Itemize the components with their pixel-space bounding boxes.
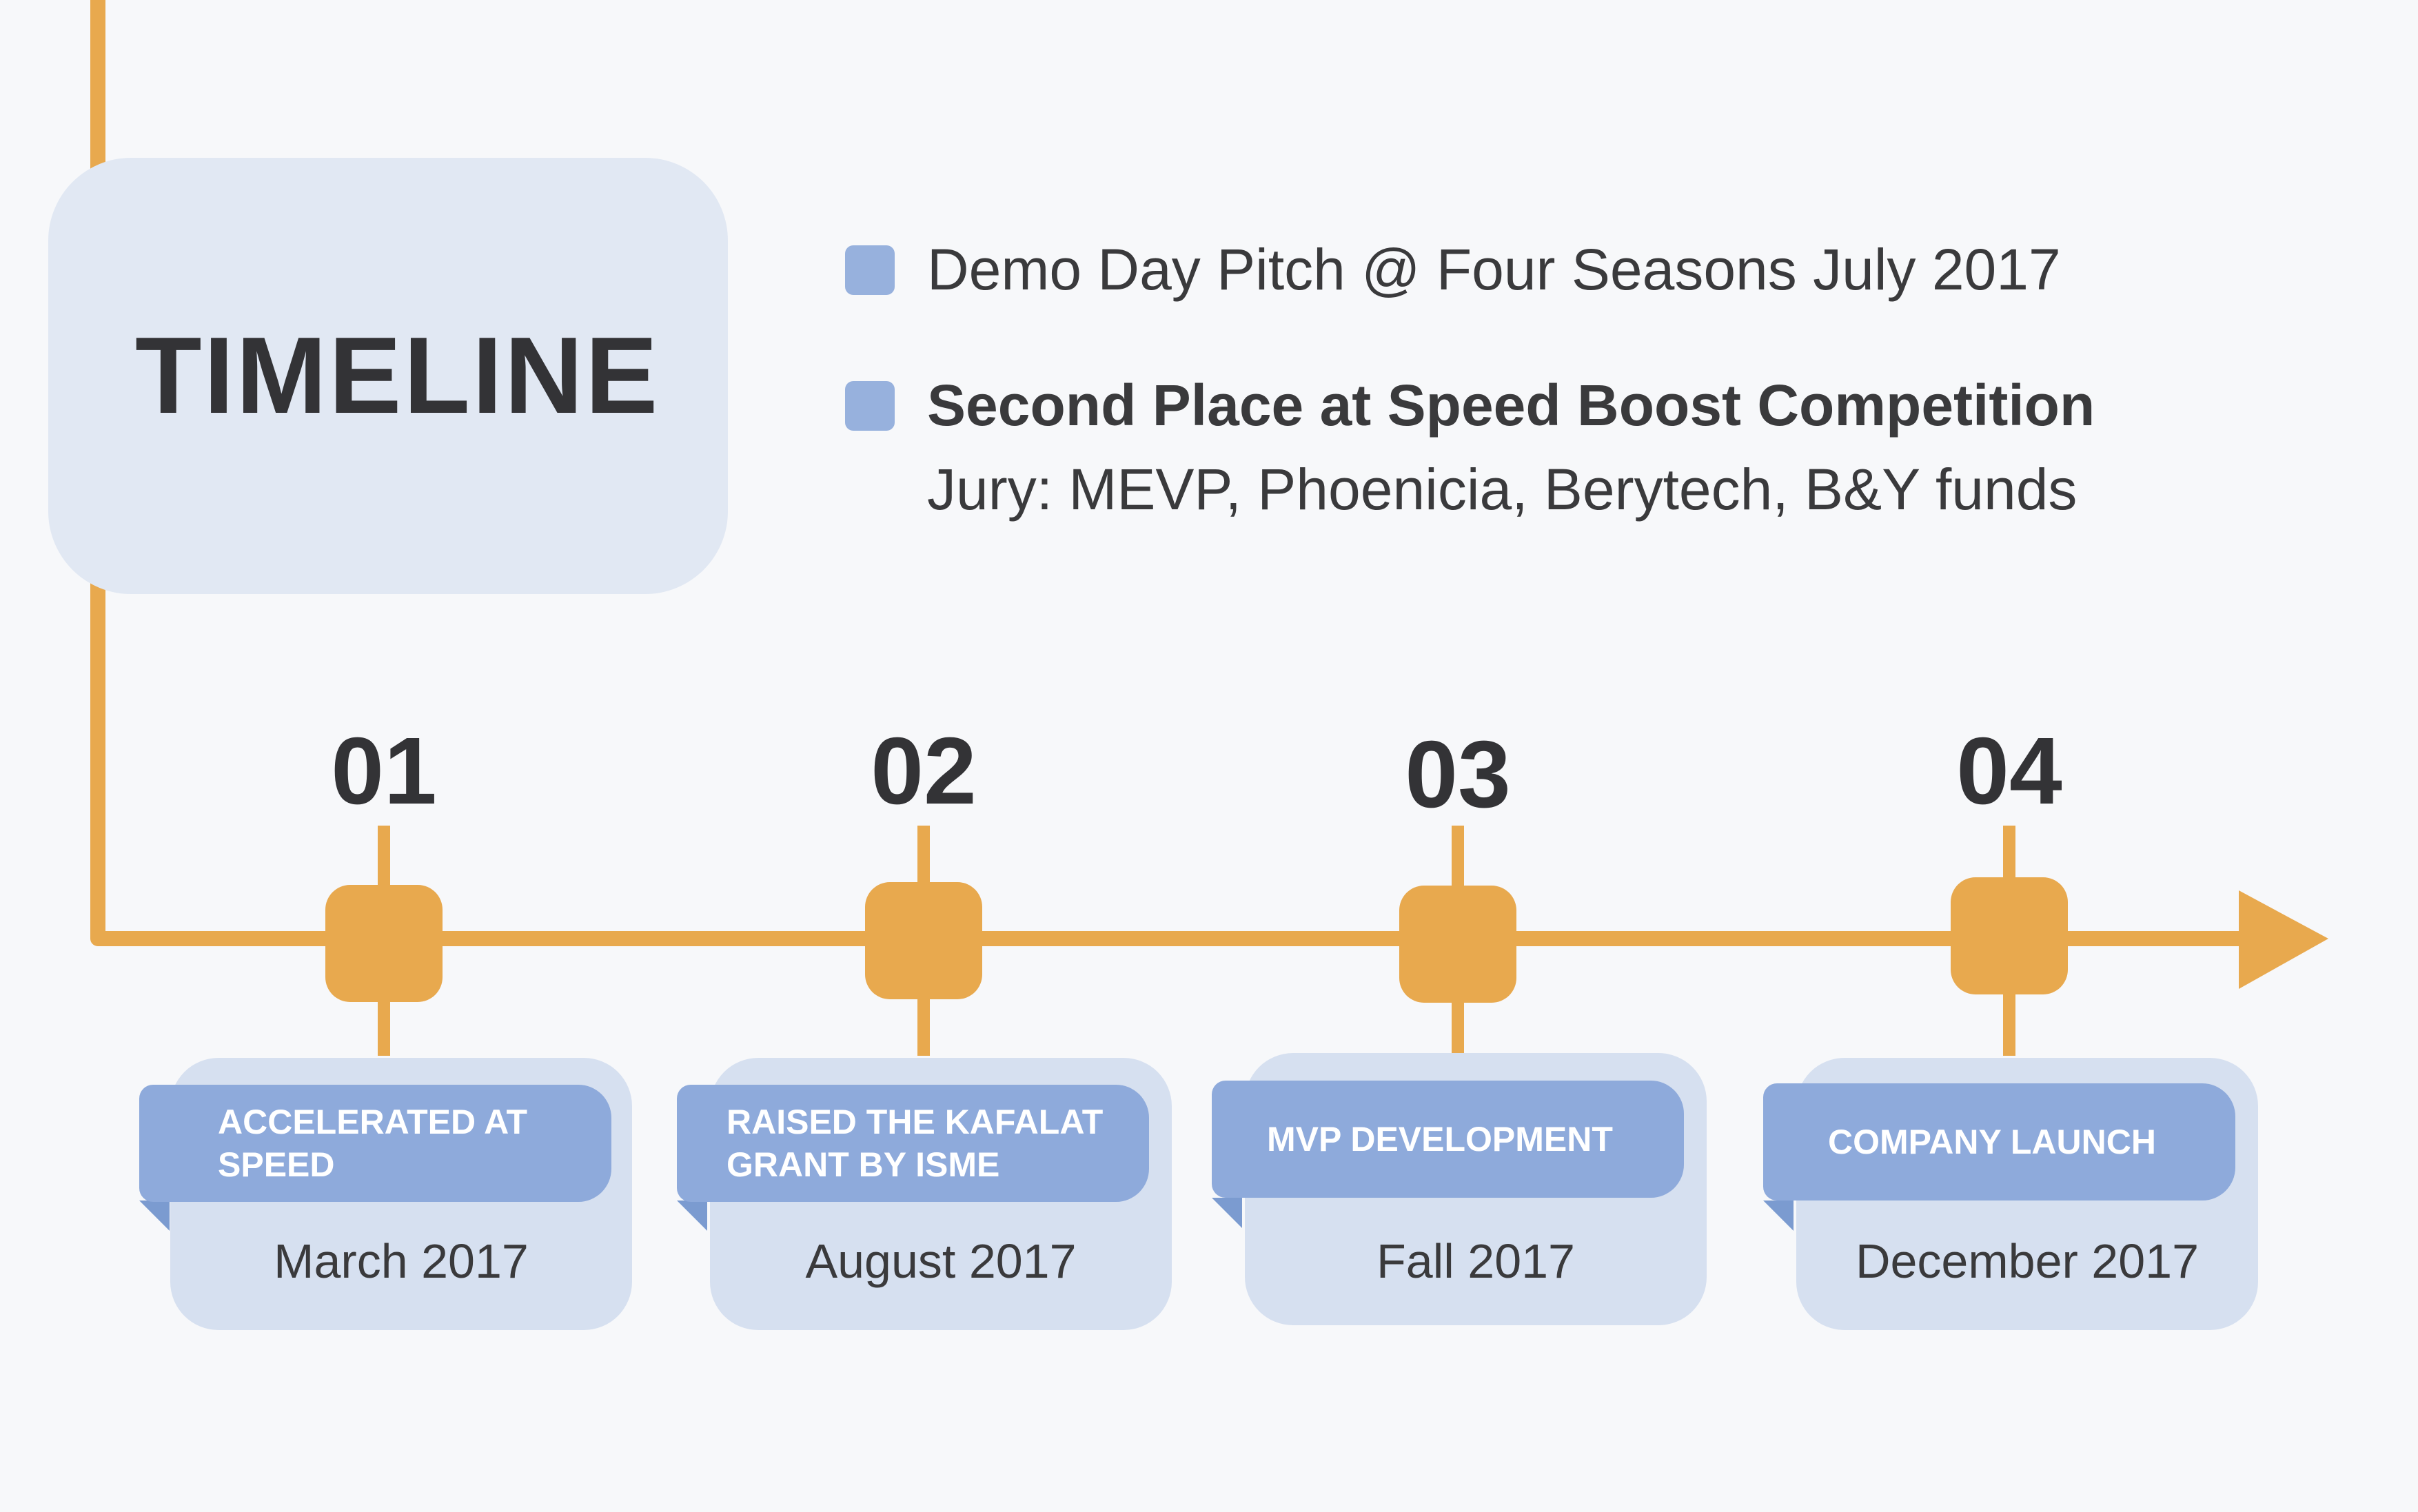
title-card	[48, 158, 728, 594]
step-date-2: August 2017	[805, 1234, 1077, 1288]
ribbon-fold-3	[1212, 1198, 1242, 1228]
step-node-3	[1399, 886, 1516, 1003]
note-bullet-1	[845, 245, 895, 295]
ribbon-fold-1	[139, 1201, 170, 1231]
step-label-4: COMPANY LAUNCH	[1763, 1083, 2235, 1201]
note-competition-jury: Jury: MEVP, Phoenicia, Berytech, B&Y fun…	[927, 457, 2077, 522]
note-competition: Second Place at Speed Boost Competition	[927, 373, 2095, 438]
axis-arrowhead	[2239, 890, 2328, 989]
step-number-3: 03	[1405, 722, 1511, 828]
ribbon-fold-4	[1763, 1201, 1794, 1231]
step-node-1	[325, 885, 443, 1002]
step-date-4: December 2017	[1855, 1234, 2199, 1288]
page-title: TIMELINE	[135, 315, 660, 436]
step-number-4: 04	[1956, 718, 2062, 824]
note-demo-day: Demo Day Pitch @ Four Seasons July 2017	[927, 237, 2061, 302]
step-label-2: RAISED THE KAFALAT GRANT BY ISME	[677, 1085, 1149, 1202]
step-number-2: 02	[871, 718, 977, 824]
step-date-1: March 2017	[274, 1234, 529, 1288]
step-node-4	[1951, 877, 2068, 994]
step-number-1: 01	[331, 718, 437, 824]
note-bullet-2	[845, 381, 895, 431]
step-label-3: MVP DEVELOPMENT	[1212, 1081, 1684, 1198]
step-date-3: Fall 2017	[1376, 1234, 1575, 1288]
ribbon-fold-2	[677, 1201, 707, 1231]
step-node-2	[865, 882, 982, 999]
step-label-1: ACCELERATED AT SPEED	[139, 1085, 611, 1202]
